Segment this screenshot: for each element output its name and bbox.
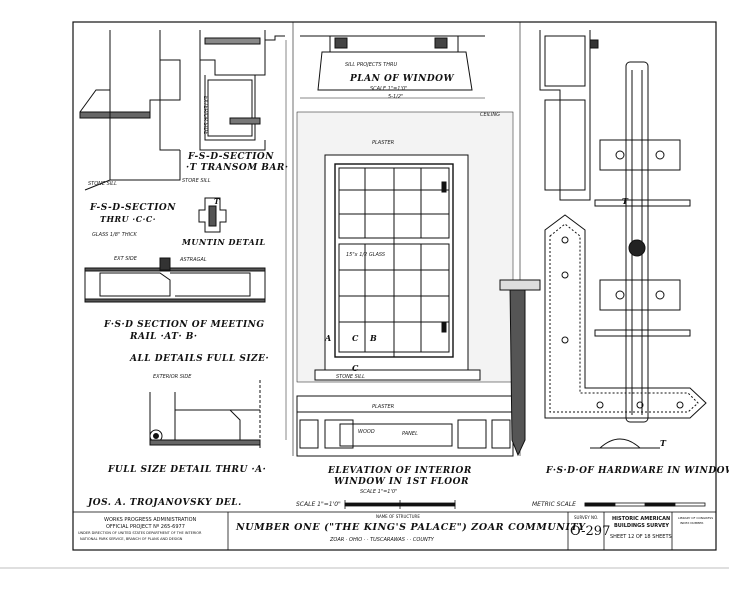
label-meeting-rail: F·S·D SECTION OF MEETING (104, 320, 265, 330)
tb-wpa-line3: UNDER DIRECTION OF UNITED STATES DEPARTM… (78, 531, 202, 535)
label-plan-of-window: PLAN OF WINDOW (350, 74, 455, 84)
label-stone-sill-mid: STONE SILL (336, 374, 365, 380)
center-elevation (285, 35, 514, 457)
tb-wpa-line1: WORKS PROGRESS ADMINISTRATION (104, 517, 197, 523)
metric-scale-label: METRIC SCALE (532, 501, 576, 508)
label-plan-scale: SCALE 1"=1'0" (370, 86, 408, 92)
label-thru-cc: THRU ·C·C· (100, 214, 157, 224)
left-details (79, 30, 285, 450)
title-block (72, 511, 717, 551)
label-section-a: A (325, 333, 332, 343)
label-wood: WOOD (358, 429, 375, 435)
metric-scale-bar (584, 502, 706, 507)
tb-wpa-line2: OFFICIAL PROJECT Nº 265-6977 (106, 524, 185, 530)
label-muntin-detail: MUNTIN DETAIL (182, 237, 266, 247)
delineator-name: JOS. A. TROJANOVSKY DEL. (88, 498, 242, 508)
label-section-c2: C (352, 363, 359, 373)
label-muntin-t: T (214, 197, 220, 206)
label-astragal: ASTRAGAL (180, 257, 207, 263)
label-fsd-section-cc: F-S-D-SECTION (90, 203, 176, 213)
label-plaster-bottom: PLASTER (372, 404, 395, 410)
label-elevation-title-2: WINDOW IN 1ST FLOOR (334, 477, 469, 487)
label-elevation-scale: SCALE 1"=1'0" (360, 489, 398, 495)
label-stone-sill-left: STONE SILL (88, 181, 117, 187)
label-full-size-detail: FULL SIZE DETAIL THRU ·A· (108, 465, 267, 475)
label-store-sill: STORE SILL (182, 178, 211, 184)
tb-name-of-structure-label: NAME OF STRUCTURE (376, 514, 420, 519)
label-section-c: C (352, 333, 359, 343)
label-fsd-section-transom: F-S-D-SECTION (188, 152, 274, 162)
label-all-details: ALL DETAILS FULL SIZE· (130, 354, 270, 364)
label-exterior-side-vertical: EXTERIOR SIDE (202, 96, 208, 135)
scale-bar (344, 500, 456, 509)
tb-loc-line1: LIBRARY OF CONGRESS (678, 516, 714, 520)
label-panel: PANEL (402, 431, 418, 437)
tb-structure-name: NUMBER ONE ("THE KING'S PALACE") ZOAR CO… (236, 522, 586, 533)
label-rail-at-b: RAIL ·AT· B· (130, 332, 198, 342)
label-section-b: B (370, 333, 378, 343)
label-exterior-side: EXTERIOR SIDE (153, 374, 192, 380)
label-glass-size: 15"x 1/2 GLASS (346, 252, 386, 258)
tb-sheet-text: SHEET 12 OF 18 SHEETS (610, 534, 672, 540)
label-ceiling: CEILING (480, 112, 500, 118)
tb-habs-line1: HISTORIC AMERICAN (612, 516, 671, 522)
tb-location: ZOAR · OHIO · · TUSCARAWAS · · COUNTY (330, 537, 434, 543)
right-hardware (499, 30, 707, 457)
tb-loc-line2: INDEX NUMBER (680, 521, 704, 525)
label-ext-side: EXT SIDE (114, 256, 137, 262)
label-elevation-title: ELEVATION OF INTERIOR (328, 466, 472, 476)
label-hardware-t: T (622, 196, 629, 206)
label-transom-bar: ·T TRANSOM BAR· (186, 163, 289, 173)
tb-survey-no: O-297 (570, 524, 611, 539)
tb-habs-line2: BUILDINGS SURVEY (614, 523, 669, 529)
tb-wpa-line4: NATIONAL PARK SERVICE, BRANCH OF PLANS A… (80, 537, 183, 541)
label-hardware-title: F·S·D·OF HARDWARE IN WINDOW (546, 466, 729, 476)
scale-bar-label: SCALE 1"=1'0" (296, 501, 341, 508)
label-dim-sill: 5-1/2" (388, 94, 404, 100)
tb-survey-no-label: SURVEY NO. (574, 515, 599, 520)
label-plaster-top: PLASTER (372, 140, 395, 146)
label-hardware-t2: T (660, 438, 667, 448)
label-glass-note: GLASS 1/8" THICK (92, 232, 137, 238)
label-sill-projects: SILL PROJECTS THRU (345, 62, 398, 68)
